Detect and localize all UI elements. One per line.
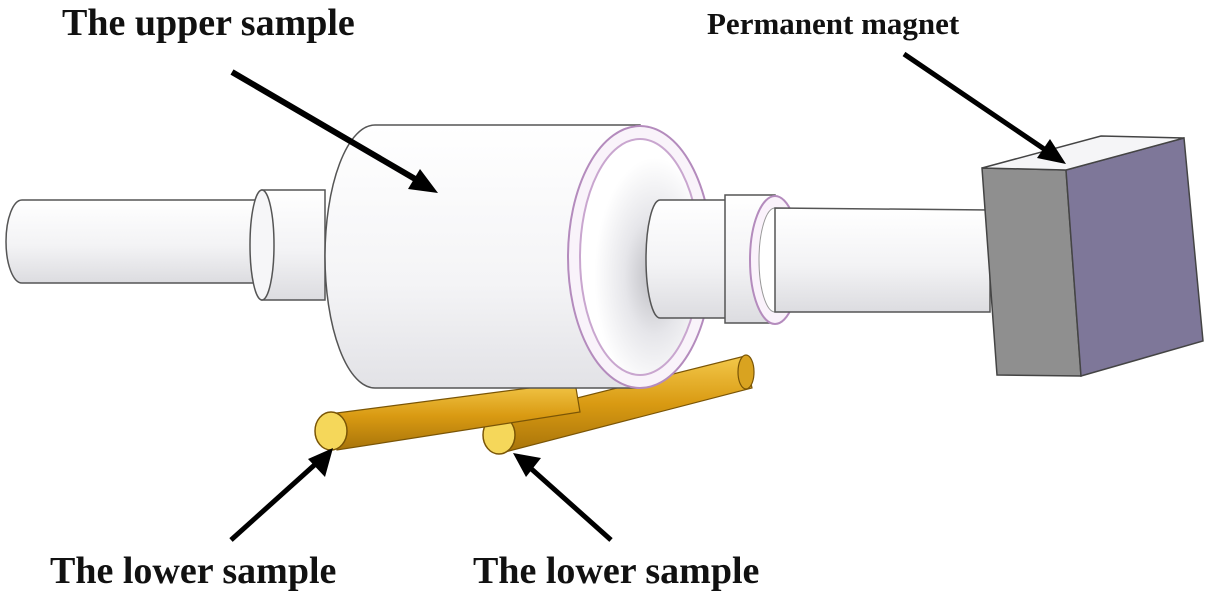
arrow-upper-sample <box>230 69 438 193</box>
left-shaft <box>5 189 326 301</box>
lower-sample-rod-left <box>314 381 581 451</box>
arrow-lower-sample-right <box>513 453 613 542</box>
lower-sample-label-right: The lower sample <box>473 550 760 592</box>
arrow-lower-sample-left <box>229 448 333 542</box>
permanent-magnet-label: Permanent magnet <box>707 6 960 41</box>
permanent-magnet-block <box>981 135 1204 377</box>
arrow-permanent-magnet <box>902 51 1066 164</box>
lower-sample-label-left: The lower sample <box>50 550 337 592</box>
right-shaft <box>645 194 991 325</box>
upper-sample-label: The upper sample <box>62 2 355 44</box>
